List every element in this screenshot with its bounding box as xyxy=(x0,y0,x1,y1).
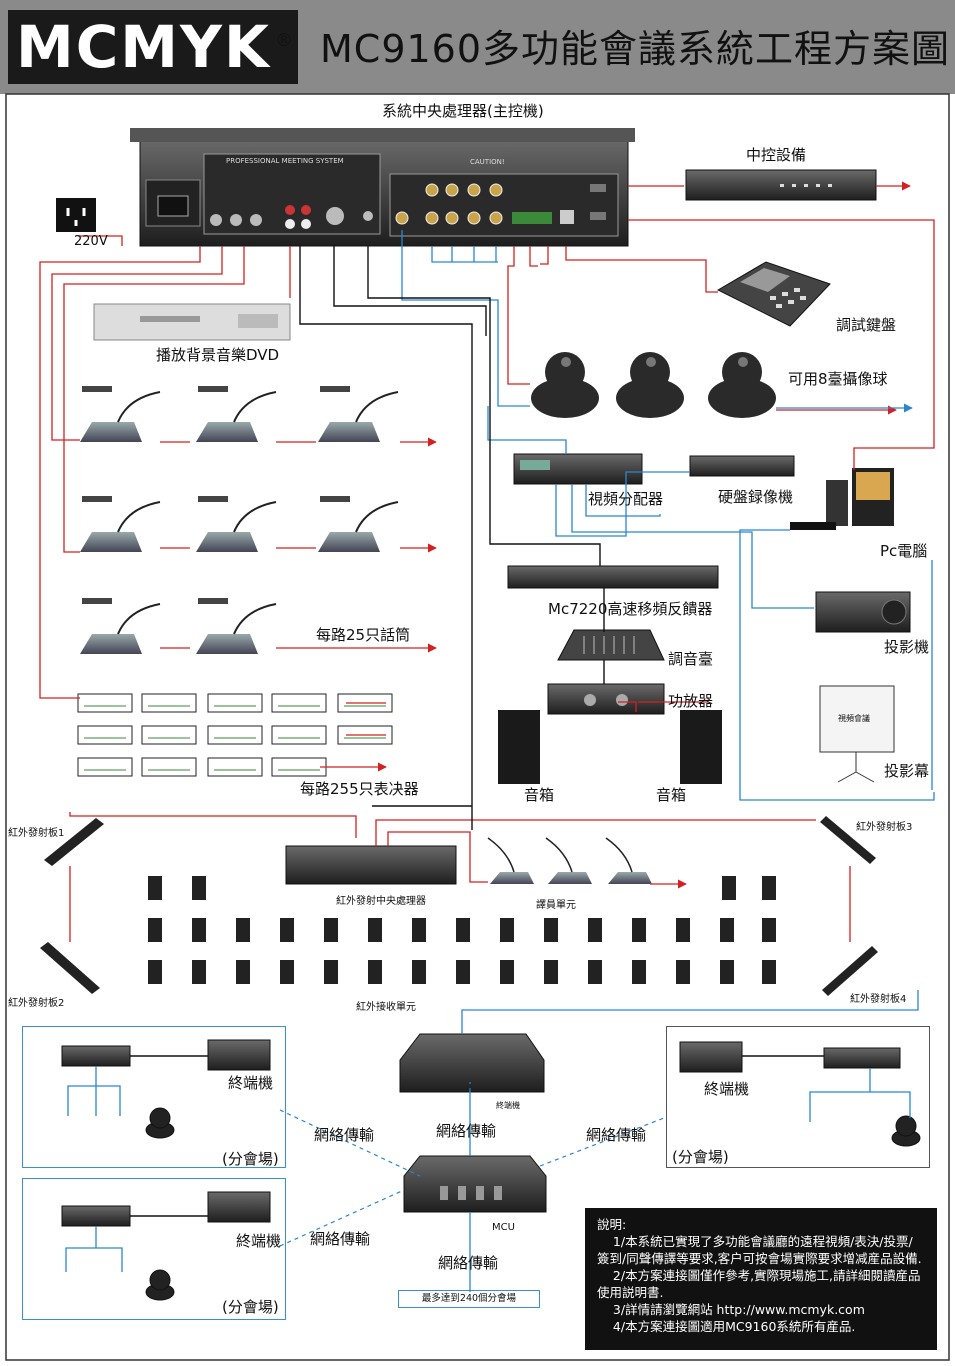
ir-processor-label: 紅外發射中央處理器 xyxy=(336,896,426,907)
branch-frame-top-left xyxy=(22,1026,286,1168)
projection-screen xyxy=(819,685,895,783)
pc-label: Pc電腦 xyxy=(880,542,928,560)
mixer-label: 調音臺 xyxy=(668,650,714,668)
ir-panels xyxy=(40,816,878,996)
ir-panel-3-label: 紅外發射板3 xyxy=(856,822,913,833)
caution-text: CAUTION! xyxy=(470,158,505,166)
interpreter-units xyxy=(487,837,653,885)
screen-label: 投影幕 xyxy=(884,762,930,780)
projector-device xyxy=(815,591,911,633)
registered-mark: ® xyxy=(275,30,293,51)
cameras-label: 可用8臺攝像球 xyxy=(788,370,888,388)
notes-line-3: 3/詳情請瀏覽網站 http://www.mcmyk.com xyxy=(597,1302,865,1317)
speakers xyxy=(498,710,722,784)
dvr-device xyxy=(689,455,795,477)
main-processor-unit xyxy=(130,128,635,247)
notes-line-1: 1/本系統已實現了多功能會議廳的遠程視頻/表決/投票/簽到/同聲傳譯等要求,客户… xyxy=(597,1234,922,1266)
notes-line-2: 2/本方案連接圖僅作參考,實際現場施工,請詳細閱讀産品使用説明書. xyxy=(597,1268,921,1300)
feedback-suppressor-device xyxy=(507,565,719,589)
branch-bl-label: (分會場) xyxy=(222,1298,279,1316)
dvr-label: 硬盤録像機 xyxy=(718,488,794,506)
mcu-device xyxy=(403,1155,547,1213)
branch-devices xyxy=(61,1039,921,1301)
header-bar: MCMYK ® MC9160多功能會議系統工程方案圖 xyxy=(0,0,955,94)
amplifier-label: 功放器 xyxy=(668,692,714,710)
ir-panel-2-label: 紅外發射板2 xyxy=(8,998,65,1009)
pc-computer xyxy=(790,468,894,530)
dvd-label: 播放背景音樂DVD xyxy=(156,346,280,364)
mcu-label: MCU xyxy=(492,1222,515,1233)
video-splitter-device xyxy=(513,453,643,485)
screen-text: 視頻會議 xyxy=(838,714,870,723)
central-control-device xyxy=(685,169,877,201)
debug-keyboard-device xyxy=(716,261,831,327)
branch-tr-label: (分會場) xyxy=(672,1148,729,1166)
mic-units xyxy=(79,385,399,655)
notes-panel: 說明: 1/本系統已實現了多功能會議廳的遠程視頻/表決/投票/簽到/同聲傳譯等要… xyxy=(585,1208,937,1350)
network-label-3: 網絡傳輸 xyxy=(586,1126,647,1144)
projector-label: 投影機 xyxy=(884,638,930,656)
ir-receivers xyxy=(148,876,776,984)
terminal-bl-label: 終端機 xyxy=(236,1232,282,1250)
mixer-device xyxy=(557,629,665,661)
speaker-left-label: 音箱 xyxy=(524,786,555,804)
video-splitter-label: 視頻分配器 xyxy=(588,490,664,508)
ir-panel-1-label: 紅外發射板1 xyxy=(8,828,65,839)
terminal-center-device xyxy=(399,1033,545,1093)
terminal-tl-label: 終端機 xyxy=(228,1074,274,1092)
network-label-2: 網絡傳輸 xyxy=(436,1122,497,1140)
debug-keyboard-label: 調試鍵盤 xyxy=(836,316,897,334)
ir-processor-device xyxy=(285,845,457,885)
network-label-1: 網絡傳輸 xyxy=(314,1126,375,1144)
terminal-center-label: 終端機 xyxy=(496,1101,520,1110)
dvd-player-device xyxy=(93,303,291,341)
branch-tl-label: (分會場) xyxy=(222,1150,279,1168)
network-label-5: 網絡傳輸 xyxy=(438,1254,499,1272)
page-title: MC9160多功能會議系統工程方案圖 xyxy=(320,27,951,71)
network-label-4: 網絡傳輸 xyxy=(310,1230,371,1248)
voters-per-channel-label: 每路255只表决器 xyxy=(300,780,419,798)
amplifier-device xyxy=(547,683,665,715)
notes-line-4: 4/本方案連接圖適用MC9160系統所有産品. xyxy=(597,1319,856,1334)
mics-per-channel-label: 每路25只話筒 xyxy=(316,626,411,644)
voting-devices xyxy=(77,693,393,777)
terminal-tr-label: 終端機 xyxy=(704,1080,750,1098)
main-processor-label: 系統中央處理器(主控機) xyxy=(382,102,544,120)
branch-frame-top-right xyxy=(666,1026,930,1168)
panel-text: PROFESSIONAL MEETING SYSTEM xyxy=(226,157,344,165)
interpreter-unit-label: 譯員單元 xyxy=(536,900,576,911)
notes-title: 說明: xyxy=(597,1217,627,1232)
branch-frame-bottom-left xyxy=(22,1178,286,1320)
speaker-right-label: 音箱 xyxy=(656,786,687,804)
central-control-label: 中控設備 xyxy=(746,146,807,164)
feedback-suppressor-label: Mc7220高速移頻反饋器 xyxy=(548,600,713,618)
max-branches-caption: 最多達到240個分會場 xyxy=(398,1290,540,1308)
brand-logo: MCMYK xyxy=(8,10,298,84)
ir-panel-4-label: 紅外發射板4 xyxy=(850,994,907,1005)
ir-receiver-label: 紅外接收單元 xyxy=(356,1002,416,1013)
power-label: 220V xyxy=(74,234,108,249)
power-socket xyxy=(56,198,96,232)
ptz-cameras xyxy=(531,352,776,418)
